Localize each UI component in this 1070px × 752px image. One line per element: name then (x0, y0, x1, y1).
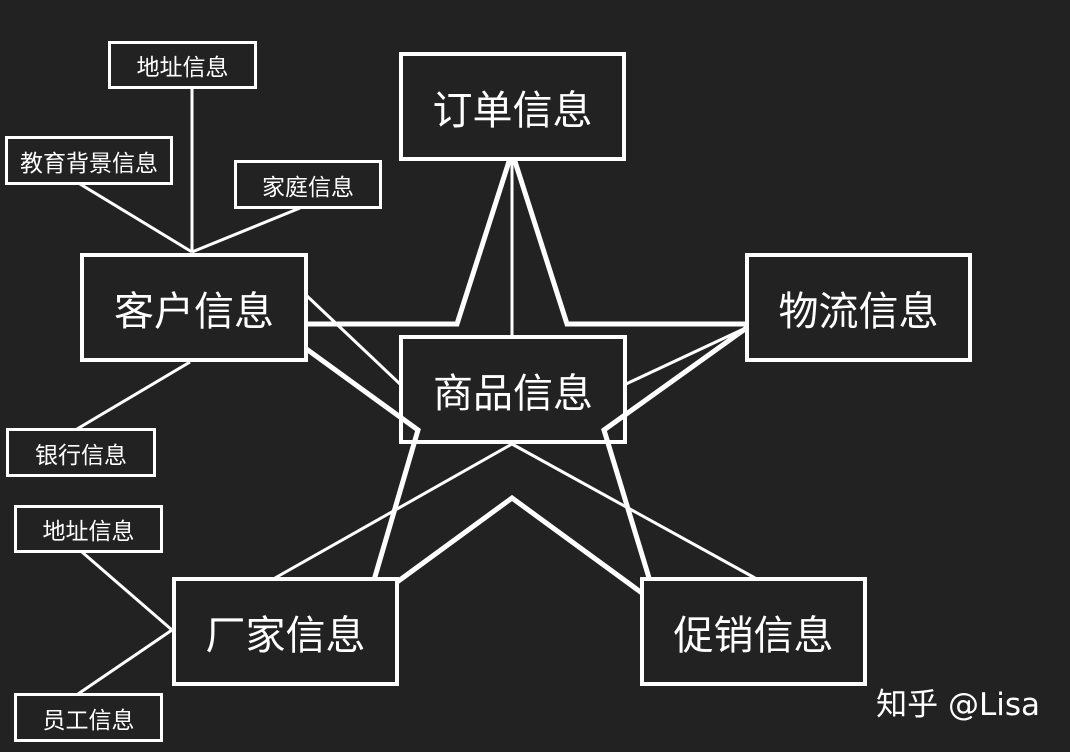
link-product-customer (305, 294, 402, 386)
link-manufacturer-employee (77, 628, 173, 696)
link-product-manufacturer (274, 442, 513, 580)
node-order-label: 订单信息 (432, 87, 593, 134)
node-customer: 客户信息 (80, 253, 308, 362)
star-outline (264, 151, 760, 611)
node-manufacturer-address-label: 地址信息 (42, 519, 135, 545)
link-customer-education (79, 182, 193, 254)
node-family: 家庭信息 (234, 160, 382, 209)
node-product-label: 商品信息 (433, 370, 593, 417)
node-product: 商品信息 (399, 335, 627, 444)
node-order: 订单信息 (399, 52, 626, 161)
link-customer-bank (76, 360, 191, 431)
node-education: 教育背景信息 (5, 136, 173, 185)
node-bank-label: 银行信息 (35, 442, 127, 469)
node-family-label: 家庭信息 (262, 174, 354, 201)
node-customer-address: 地址信息 (108, 41, 257, 89)
node-promotion: 促销信息 (640, 577, 867, 686)
node-logistics: 物流信息 (745, 253, 972, 362)
node-manufacturer-label: 厂家信息 (205, 612, 366, 659)
link-product-logistics (625, 324, 751, 386)
node-bank: 银行信息 (6, 428, 156, 477)
link-product-promotion (511, 442, 756, 580)
node-employee-label: 员工信息 (42, 707, 135, 734)
watermark: 知乎 @Lisa (876, 687, 1040, 723)
node-logistics-label: 物流信息 (778, 288, 939, 335)
link-customer-family (191, 206, 301, 254)
node-customer-address-label: 地址信息 (136, 55, 229, 81)
node-promotion-label: 促销信息 (673, 612, 834, 659)
node-customer-label: 客户信息 (114, 288, 274, 335)
node-education-label: 教育背景信息 (20, 150, 158, 177)
node-employee: 员工信息 (14, 693, 163, 742)
link-manufacturer-address (81, 550, 173, 632)
node-manufacturer-address: 地址信息 (14, 505, 163, 553)
node-manufacturer: 厂家信息 (172, 577, 399, 686)
